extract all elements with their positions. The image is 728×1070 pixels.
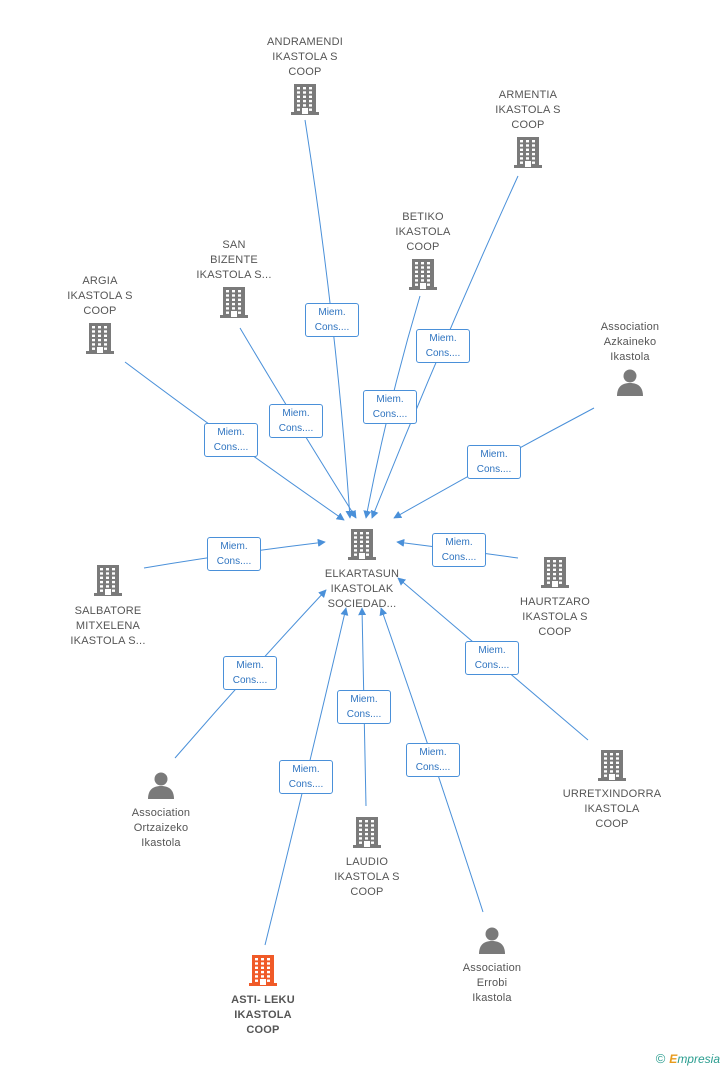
- edge-label-role: Miem.: [480, 449, 508, 460]
- node-betiko[interactable]: BETIKO IKASTOLA COOP: [358, 210, 488, 291]
- edge-label-astileku[interactable]: Miem. Cons....: [279, 760, 333, 794]
- node-label[interactable]: BETIKO IKASTOLA COOP: [395, 211, 451, 253]
- person-icon[interactable]: [427, 925, 557, 955]
- node-label[interactable]: LAUDIO IKASTOLA S COOP: [334, 856, 400, 898]
- node-laudio[interactable]: LAUDIO IKASTOLA S COOP: [302, 815, 432, 900]
- edge-label-role: Miem.: [478, 645, 506, 656]
- node-argia[interactable]: ARGIA IKASTOLA S COOP: [35, 274, 165, 355]
- node-label[interactable]: ELKARTASUN IKASTOLAK SOCIEDAD...: [324, 568, 400, 610]
- node-sanbizente[interactable]: SAN BIZENTE IKASTOLA S...: [169, 238, 299, 319]
- edge-label-azkaineko[interactable]: Miem. Cons....: [467, 445, 521, 479]
- edge-label-detail: Cons....: [441, 552, 477, 563]
- node-ortzaizeko[interactable]: Association Ortzaizeko Ikastola: [96, 770, 226, 851]
- edge-label-salbatore[interactable]: Miem. Cons....: [207, 537, 261, 571]
- building-icon[interactable]: [358, 257, 488, 291]
- node-label[interactable]: ANDRAMENDI IKASTOLA S COOP: [267, 36, 343, 78]
- edge-label-role: Miem.: [220, 541, 248, 552]
- building-icon[interactable]: [302, 815, 432, 849]
- edge-label-role: Miem.: [445, 537, 473, 548]
- building-icon[interactable]: [35, 321, 165, 355]
- edge-label-haurtzaro[interactable]: Miem. Cons....: [432, 533, 486, 567]
- node-armentia[interactable]: ARMENTIA IKASTOLA S COOP: [463, 88, 593, 169]
- node-label[interactable]: Association Azkaineko Ikastola: [600, 321, 660, 363]
- node-astileku[interactable]: ASTI- LEKU IKASTOLA COOP: [198, 953, 328, 1038]
- person-icon[interactable]: [565, 367, 695, 397]
- edge-label-detail: Cons....: [474, 660, 510, 671]
- edge-label-detail: Cons....: [232, 675, 268, 686]
- building-icon[interactable]: [463, 135, 593, 169]
- brand-initial: E: [669, 1052, 678, 1066]
- edge-label-detail: Cons....: [288, 779, 324, 790]
- edge-label-urretxindorra[interactable]: Miem. Cons....: [465, 641, 519, 675]
- node-label[interactable]: ASTI- LEKU IKASTOLA COOP: [231, 994, 295, 1036]
- building-icon[interactable]: [169, 285, 299, 319]
- node-urretxindorra[interactable]: URRETXINDORRA IKASTOLA COOP: [547, 748, 677, 832]
- node-haurtzaro[interactable]: HAURTZARO IKASTOLA S COOP: [490, 555, 620, 640]
- node-label[interactable]: Association Ortzaizeko Ikastola: [131, 807, 191, 849]
- edge-label-detail: Cons....: [476, 464, 512, 475]
- edge-label-andramendi[interactable]: Miem. Cons....: [305, 303, 359, 337]
- node-errobi[interactable]: Association Errobi Ikastola: [427, 925, 557, 1006]
- edge-label-detail: Cons....: [213, 442, 249, 453]
- node-label[interactable]: URRETXINDORRA IKASTOLA COOP: [562, 788, 662, 830]
- node-label[interactable]: Association Errobi Ikastola: [462, 962, 522, 1004]
- edge-label-role: Miem.: [292, 764, 320, 775]
- edge-label-role: Miem.: [419, 747, 447, 758]
- edge-label-role: Miem.: [236, 660, 264, 671]
- brand-rest: mpresia: [677, 1052, 720, 1066]
- person-icon[interactable]: [96, 770, 226, 800]
- brand-watermark: ©Empresia: [656, 1051, 720, 1066]
- edge-label-role: Miem.: [217, 427, 245, 438]
- edge-label-detail: Cons....: [372, 409, 408, 420]
- building-icon[interactable]: [297, 527, 427, 561]
- node-label[interactable]: SAN BIZENTE IKASTOLA S...: [196, 239, 272, 281]
- edge-label-sanbizente[interactable]: Miem. Cons....: [269, 404, 323, 438]
- edge-label-role: Miem.: [350, 694, 378, 705]
- building-icon[interactable]: [490, 555, 620, 589]
- node-label[interactable]: SALBATORE MITXELENA IKASTOLA S...: [70, 605, 146, 647]
- edge-label-detail: Cons....: [314, 322, 350, 333]
- node-center[interactable]: ELKARTASUN IKASTOLAK SOCIEDAD...: [297, 527, 427, 612]
- edge-label-argia[interactable]: Miem. Cons....: [204, 423, 258, 457]
- edge-label-betiko[interactable]: Miem. Cons....: [363, 390, 417, 424]
- edge-label-role: Miem.: [429, 333, 457, 344]
- brand-name: Empresia: [669, 1052, 720, 1066]
- edge-label-detail: Cons....: [346, 709, 382, 720]
- edge-label-laudio[interactable]: Miem. Cons....: [337, 690, 391, 724]
- node-azkaineko[interactable]: Association Azkaineko Ikastola: [565, 320, 695, 397]
- node-label[interactable]: ARGIA IKASTOLA S COOP: [67, 275, 133, 317]
- building-icon[interactable]: [198, 953, 328, 987]
- edge-label-detail: Cons....: [278, 423, 314, 434]
- edge-label-role: Miem.: [282, 408, 310, 419]
- edge-label-detail: Cons....: [425, 348, 461, 359]
- node-label[interactable]: ARMENTIA IKASTOLA S COOP: [495, 89, 561, 131]
- edge-label-detail: Cons....: [415, 762, 451, 773]
- edge-label-role: Miem.: [318, 307, 346, 318]
- copyright-symbol: ©: [655, 1051, 666, 1066]
- node-label[interactable]: HAURTZARO IKASTOLA S COOP: [519, 596, 591, 638]
- node-salbatore[interactable]: SALBATORE MITXELENA IKASTOLA S...: [43, 563, 173, 649]
- building-icon[interactable]: [547, 748, 677, 782]
- edge-label-role: Miem.: [376, 394, 404, 405]
- edge-label-armentia[interactable]: Miem. Cons....: [416, 329, 470, 363]
- edge-label-errobi[interactable]: Miem. Cons....: [406, 743, 460, 777]
- building-icon[interactable]: [43, 563, 173, 597]
- edge-label-detail: Cons....: [216, 556, 252, 567]
- edge-label-ortzaizeko[interactable]: Miem. Cons....: [223, 656, 277, 690]
- building-icon[interactable]: [240, 82, 370, 116]
- node-andramendi[interactable]: ANDRAMENDI IKASTOLA S COOP: [240, 35, 370, 116]
